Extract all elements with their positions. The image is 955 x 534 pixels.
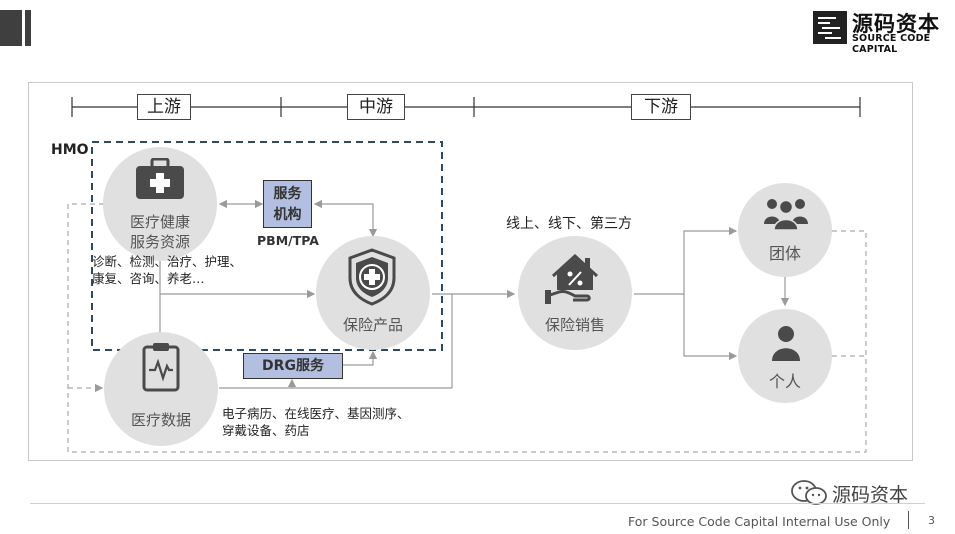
brand-name-en: SOURCE CODE CAPITAL: [852, 33, 931, 55]
stage-midstream: 中游: [347, 94, 405, 120]
hmo-label: HMO: [51, 142, 89, 158]
pbm-tpa-caption: PBM/TPA: [257, 233, 319, 248]
footer-text: For Source Code Capital Internal Use Onl…: [628, 514, 891, 529]
clipboard-icon: [142, 342, 180, 396]
individual-label: 个人: [768, 372, 801, 391]
stage-upstream: 上游: [137, 94, 191, 120]
medical-resources-line1: 医疗健康: [129, 213, 190, 231]
shield-icon: [347, 248, 397, 310]
drg-service-box: DRG服务: [243, 353, 343, 379]
medical-resources-label: 医疗健康 服务资源: [110, 212, 210, 252]
brand-logo-icon: [813, 11, 847, 44]
stage-downstream: 下游: [631, 94, 691, 120]
medical-kit-icon: [135, 157, 185, 204]
footer-separator: [908, 511, 909, 529]
insurance-sales-label: 保险销售: [544, 316, 605, 334]
sales-channels-label: 线上、线下、第三方: [506, 216, 632, 232]
service-org-line2: 机构: [273, 207, 302, 223]
person-icon: [771, 325, 801, 365]
footer-divider: [30, 503, 925, 504]
page-number: 3: [928, 514, 935, 527]
data-note: 电子病历、在线医疗、基因测序、 穿戴设备、药店: [222, 405, 410, 439]
watermark-text: 源码资本: [832, 484, 909, 506]
resources-note-line2: 康复、咨询、养老…: [92, 271, 205, 286]
medical-data-label: 医疗数据: [130, 411, 191, 429]
header-accent-bar: [0, 10, 22, 46]
insurance-product-label: 保险产品: [342, 316, 403, 334]
data-note-line1: 电子病历、在线医疗、基因测序、: [222, 406, 410, 421]
service-org-box: 服务 机构: [263, 180, 312, 228]
resources-note-line1: 诊断、检测、治疗、护理、: [92, 254, 243, 269]
header-accent-bar-thin: [25, 10, 31, 46]
medical-resources-line2: 服务资源: [129, 233, 190, 251]
resources-note: 诊断、检测、治疗、护理、 康复、咨询、养老…: [92, 253, 242, 287]
house-hand-icon: [545, 250, 605, 310]
wechat-icon: [790, 479, 830, 511]
service-org-line1: 服务: [273, 186, 302, 202]
data-note-line2: 穿戴设备、药店: [222, 423, 310, 438]
group-label: 团体: [768, 244, 801, 263]
group-node: [738, 183, 832, 277]
brand-name-cn: 源码资本: [852, 12, 940, 36]
group-people-icon: [763, 196, 809, 234]
